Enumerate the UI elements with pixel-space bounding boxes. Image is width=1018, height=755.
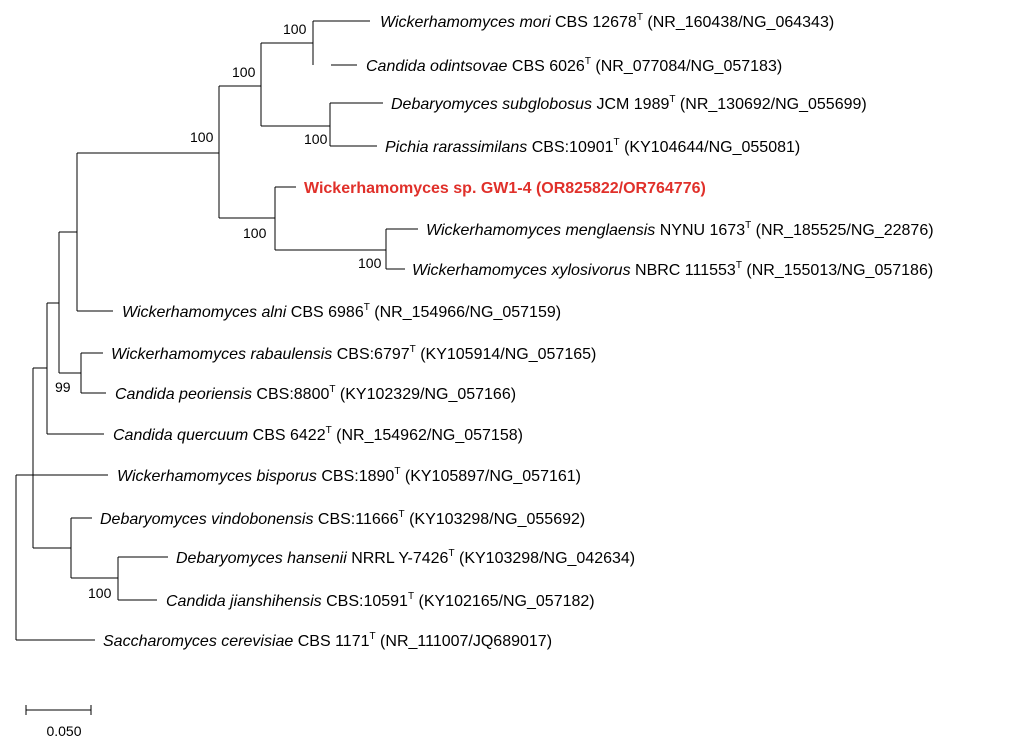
leaf-label-jianshihensis: Candida jianshihensis CBS:10591T (KY1021… [166, 591, 595, 610]
strain-id: CBS 12678 [551, 14, 637, 31]
strain-id: NBRC 111553 [631, 262, 736, 279]
species-name: Wickerhamomyces xylosivorus [412, 262, 631, 279]
accession-numbers: (NR_077084/NG_057183) [591, 58, 782, 75]
leaf-label-odintsovae: Candida odintsovae CBS 6026T (NR_077084/… [366, 56, 782, 75]
accession-numbers: (KY103298/NG_055692) [405, 511, 586, 528]
scale-bar: 0.050 [25, 705, 92, 739]
leaf-label-alni: Wickerhamomyces alni CBS 6986T (NR_15496… [122, 302, 561, 321]
leaf-label-subglobosus: Debaryomyces subglobosus JCM 1989T (NR_1… [391, 94, 867, 113]
type-strain-mark: T [364, 302, 370, 313]
type-strain-mark: T [408, 591, 414, 602]
accession-numbers: (NR_154966/NG_057159) [370, 304, 561, 321]
species-name: Pichia rarassimilans [385, 139, 527, 156]
species-name: Saccharomyces cerevisiae [103, 633, 293, 650]
accession-numbers: (NR_185525/NG_22876) [751, 222, 933, 239]
type-strain-mark: T [614, 137, 620, 148]
leaf-label-peoriensis: Candida peoriensis CBS:8800T (KY102329/N… [115, 384, 516, 403]
type-strain-mark: T [370, 631, 376, 642]
strain-id: CBS 6986 [286, 304, 363, 321]
species-name: Wickerhamomyces menglaensis [426, 222, 655, 239]
accession-numbers: (NR_111007/JQ689017) [376, 633, 552, 650]
leaf-label-hansenii: Debaryomyces hansenii NRRL Y-7426T (KY10… [176, 548, 635, 567]
strain-id: CBS 6026 [507, 58, 584, 75]
accession-numbers: (KY105914/NG_057165) [416, 346, 597, 363]
leaf-label-xylosivorus: Wickerhamomyces xylosivorus NBRC 111553T… [412, 260, 933, 279]
accession-numbers: (NR_155013/NG_057186) [742, 262, 933, 279]
strain-id: JCM 1989 [592, 96, 669, 113]
strain-id: CBS:10901 [527, 139, 613, 156]
leaf-label-quercuum: Candida quercuum CBS 6422T (NR_154962/NG… [113, 425, 523, 444]
bootstrap-subglobosus-rarassimilans: 100 [304, 131, 328, 147]
bootstrap-mori-odintsovae: 100 [283, 21, 307, 37]
leaf-label-bisporus: Wickerhamomyces bisporus CBS:1890T (KY10… [117, 466, 581, 485]
type-strain-mark: T [448, 548, 454, 559]
accession-numbers: (NR_130692/NG_055699) [675, 96, 866, 113]
leaf-label-rarassimilans: Pichia rarassimilans CBS:10901T (KY10464… [385, 137, 800, 156]
strain-id: NYNU 1673 [655, 222, 745, 239]
strain-id: CBS:8800 [252, 386, 329, 403]
species-name: Candida odintsovae [366, 58, 508, 75]
species-name: Debaryomyces vindobonensis [100, 511, 313, 528]
leaf-labels: Wickerhamomyces mori CBS 12678T (NR_1604… [100, 12, 934, 650]
species-name: Candida quercuum [113, 427, 248, 444]
type-strain-mark: T [399, 509, 405, 520]
bootstrap-labels: 100 100 100 100 100 100 99 100 [55, 21, 382, 601]
species-name: Debaryomyces subglobosus [391, 96, 592, 113]
accession-numbers: (NR_154962/NG_057158) [332, 427, 523, 444]
accession-numbers: (KY102165/NG_057182) [414, 593, 595, 610]
accession-numbers: (KY103298/NG_042634) [455, 550, 636, 567]
strain-id: CBS 1171 [293, 633, 369, 650]
leaf-label-menglaensis: Wickerhamomyces menglaensis NYNU 1673T (… [426, 220, 934, 239]
type-strain-mark: T [410, 344, 416, 355]
strain-id: CBS:10591 [322, 593, 408, 610]
species-name: Candida peoriensis [115, 386, 252, 403]
type-strain-mark: T [669, 94, 675, 105]
scale-bar-label: 0.050 [46, 723, 81, 739]
type-strain-mark: T [745, 220, 751, 231]
strain-id: CBS 6422 [248, 427, 325, 444]
strain-id: NRRL Y-7426 [347, 550, 449, 567]
type-strain-mark: T [394, 466, 400, 477]
bootstrap-rabaulensis-peoriensis: 99 [55, 379, 71, 395]
accession-numbers: (NR_160438/NG_064343) [643, 14, 834, 31]
accession-numbers: (KY104644/NG_055081) [620, 139, 801, 156]
leaf-label-mori: Wickerhamomyces mori CBS 12678T (NR_1604… [380, 12, 834, 31]
accession-numbers: (KY105897/NG_057161) [400, 468, 581, 485]
type-strain-mark: T [736, 260, 742, 271]
strain-id: CBS:1890 [317, 468, 394, 485]
leaf-label-gw14: Wickerhamomyces sp. GW1-4 (OR825822/OR76… [304, 180, 706, 197]
species-name: Candida jianshihensis [166, 593, 322, 610]
species-name: Wickerhamomyces alni [122, 304, 287, 321]
type-strain-mark: T [329, 384, 335, 395]
leaf-label-rabaulensis: Wickerhamomyces rabaulensis CBS:6797T (K… [111, 344, 596, 363]
species-name: Wickerhamomyces mori [380, 14, 551, 31]
species-name: Debaryomyces hansenii [176, 550, 347, 567]
tree-branches [15, 20, 418, 641]
strain-id: CBS:11666 [313, 511, 398, 528]
type-strain-mark: T [585, 56, 591, 67]
leaf-label-cerevisiae: Saccharomyces cerevisiae CBS 1171T (NR_1… [103, 631, 552, 650]
species-name: Wickerhamomyces rabaulensis [111, 346, 332, 363]
bootstrap-menglaensis-xylosivorus: 100 [358, 255, 382, 271]
leaf-label-vindobonensis: Debaryomyces vindobonensis CBS:11666T (K… [100, 509, 585, 528]
accession-numbers: (KY102329/NG_057166) [335, 386, 516, 403]
type-strain-mark: T [637, 12, 643, 23]
strain-id: CBS:6797 [332, 346, 409, 363]
type-strain-mark: T [326, 425, 332, 436]
bootstrap-gw14-clade: 100 [243, 225, 267, 241]
bootstrap-hansenii-jianshihensis: 100 [88, 585, 112, 601]
bootstrap-main-clade: 100 [190, 129, 214, 145]
species-name: Wickerhamomyces bisporus [117, 468, 317, 485]
bootstrap-upper-four: 100 [232, 64, 256, 80]
